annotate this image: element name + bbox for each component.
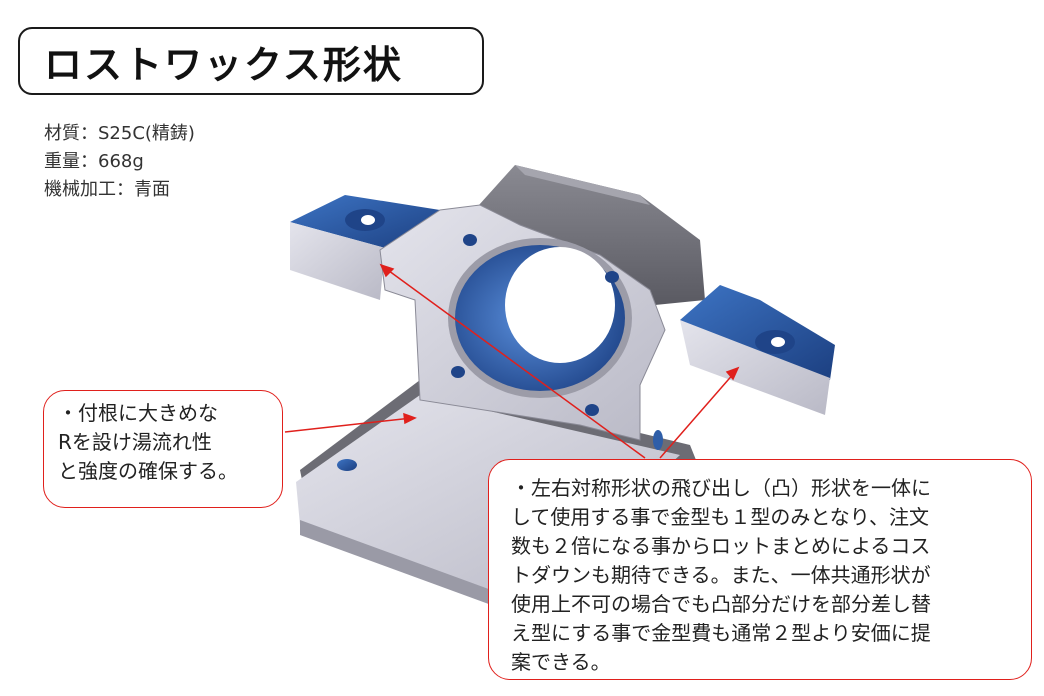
spec-list: 材質：S25C(精鋳) 重量：668g 機械加工：青面 [44, 120, 195, 204]
face-hole [605, 271, 619, 283]
face-hole [463, 234, 477, 246]
callout-line: 案できる。 [511, 650, 611, 674]
callout-line: ・付根に大きめな [58, 401, 218, 425]
callout-line: トダウンも期待できる。また、一体共通形状が [511, 563, 931, 587]
rear-hole [653, 430, 663, 450]
left-flange-hole [361, 215, 375, 225]
right-flange-hole [771, 337, 785, 347]
right-flange [680, 285, 835, 415]
callout-symmetry-note: ・左右対称形状の飛び出し（凸）形状を一体に して使用する事で金型も１型のみとなり… [488, 459, 1032, 680]
callout-fillet-note: ・付根に大きめな Rを設け湯流れ性 と強度の確保する。 [43, 390, 283, 508]
spec-weight: 重量：668g [44, 151, 144, 172]
base-hole [337, 459, 357, 471]
title-box: ロストワックス形状 [18, 27, 484, 95]
page-title: ロストワックス形状 [44, 42, 403, 87]
callout-line: え型にする事で金型費も通常２型より安価に提 [511, 621, 931, 645]
callout-line: Rを設け湯流れ性 [58, 430, 212, 454]
upper-block [470, 165, 705, 305]
callout-line: と強度の確保する。 [58, 459, 238, 483]
spec-machining: 機械加工：青面 [44, 179, 170, 200]
callout-line: ・左右対称形状の飛び出し（凸）形状を一体に [511, 476, 931, 500]
face-hole [585, 404, 599, 416]
bore [448, 238, 632, 398]
callout-line: 使用上不可の場合でも凸部分だけを部分差し替 [511, 592, 931, 616]
callout-line: 数も２倍になる事からロットまとめによるコス [511, 534, 931, 558]
spec-material: 材質：S25C(精鋳) [44, 123, 195, 144]
leader-lines [284, 263, 740, 459]
face-hole [451, 366, 465, 378]
callout-line: して使用する事で金型も１型のみとなり、注文 [511, 505, 929, 529]
